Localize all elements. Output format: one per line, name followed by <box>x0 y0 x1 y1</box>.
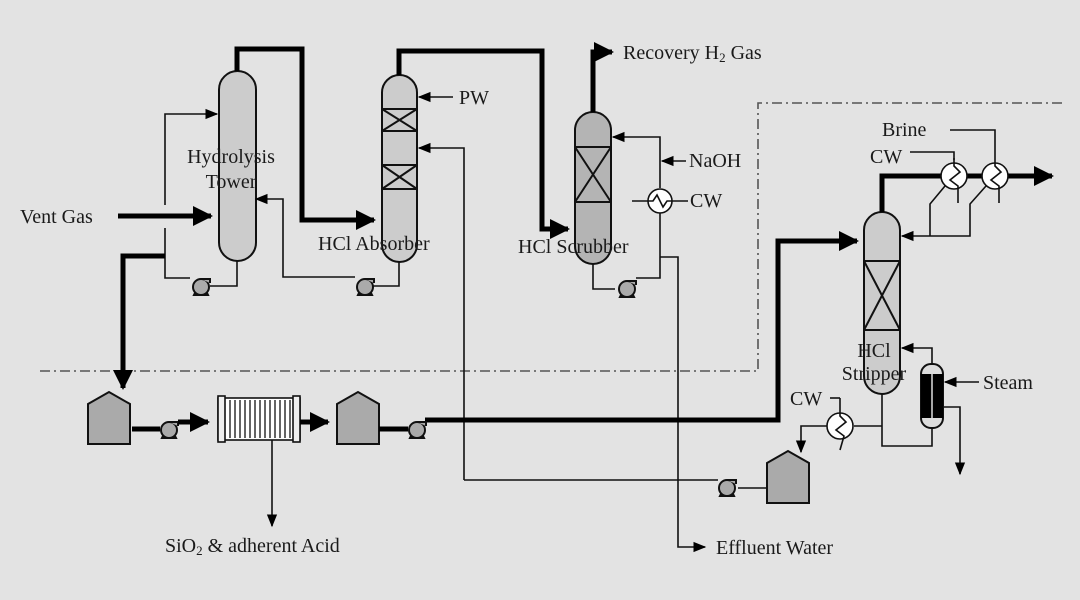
absorber-bottom-line <box>373 262 400 287</box>
brine-label: Brine <box>882 119 927 141</box>
hydrolysis-recycle-line <box>164 108 219 205</box>
hydrolysis-bottom-line <box>210 261 238 287</box>
scrubber-return-line <box>611 131 661 188</box>
stripper-overhead-line <box>879 166 1054 212</box>
absorber-overhead-line <box>396 48 570 239</box>
cw-condenser-heat-exchanger-icon[interactable] <box>940 158 968 203</box>
hydrolysis-overhead-line <box>234 46 376 230</box>
cw-condenser-label: CW <box>870 146 902 168</box>
hydrolysis-pump-icon[interactable] <box>192 278 211 296</box>
steam-label: Steam <box>983 372 1033 394</box>
hcl-absorber-label: HCl Absorber <box>318 233 430 255</box>
filtrate-tank-icon[interactable] <box>336 391 380 445</box>
hcl-stripper-label-line1: HCl <box>857 340 891 362</box>
reboiler-icon[interactable] <box>920 363 944 429</box>
product-pump-icon[interactable] <box>718 479 737 497</box>
cw-cooler-label: CW <box>790 388 822 410</box>
filter-feed-pump-icon[interactable] <box>160 421 179 439</box>
steam-condensate-line <box>943 406 966 476</box>
hydrolysis-pump-return <box>164 228 190 279</box>
scrubber-pump-icon[interactable] <box>618 280 637 298</box>
pw-label: PW <box>459 87 489 109</box>
feed-tank-icon[interactable] <box>87 391 131 445</box>
absorber-pump-return <box>254 193 355 278</box>
cw-condenser-supply-line <box>910 151 955 160</box>
stripper-bottoms-line <box>881 394 933 447</box>
hcl-scrubber-label: HCl Scrubber <box>518 236 629 258</box>
condensate-reflux-line <box>902 185 987 236</box>
bottoms-cooler-heat-exchanger-icon[interactable] <box>826 398 854 451</box>
scrubber-bleed-line <box>660 256 707 553</box>
hydrolysis-tower-label-line1: Hydrolysis <box>187 146 275 168</box>
recovery-h2-label: Recovery H2 Gas <box>623 42 762 65</box>
stripper-feed-pump-icon[interactable] <box>408 421 427 439</box>
stripper-feed-line <box>425 231 859 423</box>
hydrolysis-tower-label-line2: Tower <box>206 171 257 193</box>
sio2-acid-label: SiO2 & adherent Acid <box>165 535 340 558</box>
filter-press-icon[interactable] <box>217 395 301 443</box>
scrubber-cooler-heat-exchanger-icon[interactable] <box>647 188 673 214</box>
recovery-h2-line <box>590 42 614 112</box>
hcl-stripper-label-line2: Stripper <box>842 363 907 385</box>
vent-gas-label: Vent Gas <box>20 206 93 228</box>
brine-supply-line <box>950 129 996 132</box>
effluent-water-label: Effluent Water <box>716 537 833 559</box>
scrubber-pump-discharge <box>636 257 661 279</box>
naoh-label: NaOH <box>689 150 741 172</box>
hydrolysis-to-tank-line <box>113 253 165 390</box>
absorber-side-feed-line <box>417 142 465 480</box>
cooler-to-tank-line <box>795 425 827 454</box>
cw-scrubber-label: CW <box>690 190 722 212</box>
absorber-pump-icon[interactable] <box>356 278 375 296</box>
reboiler-vapor-line <box>900 342 933 364</box>
scrubber-circulation-line <box>592 264 615 290</box>
product-tank-icon[interactable] <box>766 450 810 504</box>
brine-condenser-heat-exchanger-icon[interactable] <box>981 132 1009 203</box>
